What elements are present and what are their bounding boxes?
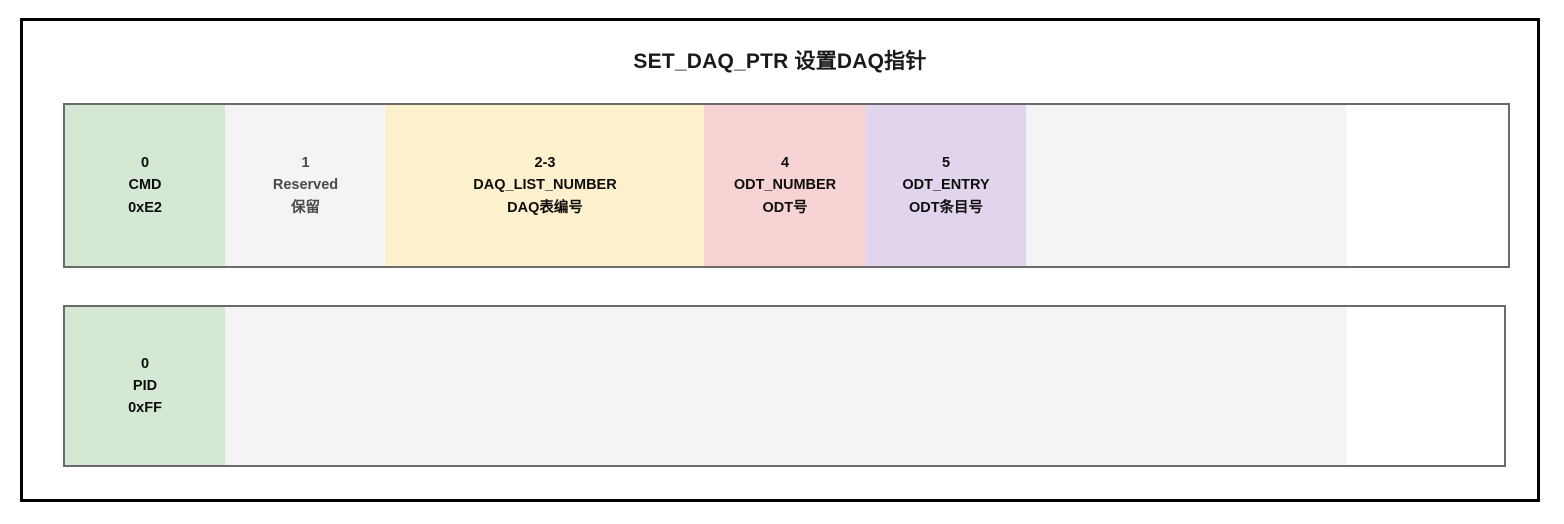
packet-field-empty_pad [225, 307, 1347, 465]
packet-field-position: 0 [140, 155, 150, 172]
packet-field-name: DAQ_LIST_NUMBER [473, 177, 617, 194]
packet-field-name: ODT_ENTRY [902, 177, 990, 194]
packet-field-position: 1 [301, 155, 310, 172]
packet-field-position: 4 [780, 155, 790, 172]
packet-field-value: ODT条目号 [908, 199, 984, 216]
packet-field-blank_tail [1347, 307, 1504, 465]
packet-field-blank_tail [1346, 105, 1508, 266]
packet-field-value: 0xE2 [128, 199, 162, 216]
packet-field-name: PID [132, 377, 158, 394]
packet-field-position: 0 [140, 355, 150, 372]
packet-field-name: ODT_NUMBER [733, 177, 837, 194]
page-title: SET_DAQ_PTR 设置DAQ指针 [633, 50, 927, 73]
packet-field-position: 2-3 [534, 155, 556, 172]
packet-field-empty_pad [1026, 105, 1346, 266]
packet-field-value: ODT号 [762, 199, 808, 216]
packet-field-name: Reserved [272, 177, 339, 194]
packet-field-value: 保留 [291, 199, 320, 216]
packet-field-position: 5 [941, 155, 951, 172]
packet-field-name: CMD [128, 177, 162, 194]
packet-field-value: DAQ表编号 [507, 199, 583, 216]
packet-field-value: 0xFF [128, 400, 162, 417]
